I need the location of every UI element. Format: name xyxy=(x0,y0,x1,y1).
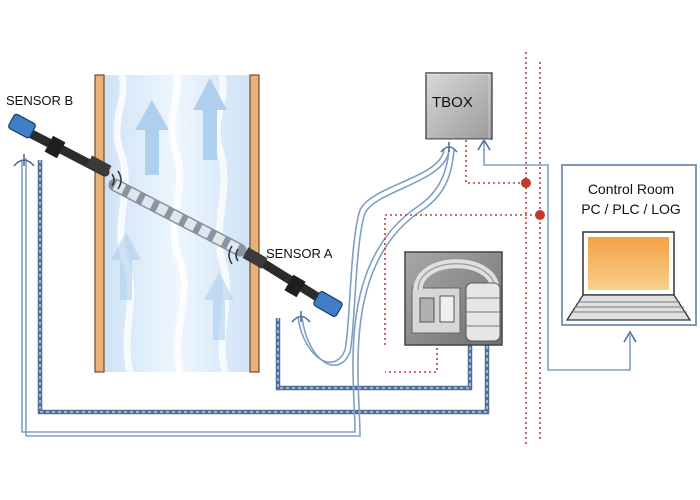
ultrasonic-path xyxy=(108,170,247,265)
arrow-up-icon xyxy=(477,138,491,151)
power-lines xyxy=(384,52,541,445)
sensor-a-cap xyxy=(313,291,343,317)
laptop-screen xyxy=(588,237,669,290)
tbox xyxy=(423,72,493,141)
flow-arrow-icon xyxy=(193,78,227,160)
wave-icon xyxy=(228,245,239,265)
control-room-subtitle: PC / PLC / LOG xyxy=(581,201,681,217)
connector-icon xyxy=(440,142,458,153)
pipe-wall-right xyxy=(249,74,260,373)
pipe-wall-left xyxy=(94,74,105,373)
sensor-b xyxy=(8,113,112,177)
flow-arrow-icon xyxy=(204,272,234,340)
sensor-a-label: SENSOR A xyxy=(266,246,333,261)
tbox-label: TBOX xyxy=(432,94,473,111)
connector-icons xyxy=(13,138,637,343)
flow-arrow-icons xyxy=(111,78,234,340)
control-room-title: Control Room xyxy=(587,181,675,197)
flow-arrow-icon xyxy=(135,100,169,175)
connector-icon xyxy=(291,311,311,323)
signal-cables xyxy=(21,140,631,437)
laptop-icon xyxy=(565,231,692,321)
wave-icon xyxy=(111,170,122,190)
sensor-b-label: SENSOR B xyxy=(6,93,74,108)
flow-arrow-icon xyxy=(111,232,141,300)
control-room xyxy=(561,164,697,326)
sensor-a xyxy=(242,247,343,317)
power-junction xyxy=(535,210,545,220)
transducer-cables xyxy=(37,160,490,415)
sensor-b-cap xyxy=(8,113,36,139)
arrow-up-icon xyxy=(623,330,637,343)
power-junction xyxy=(521,178,531,188)
tbox-to-control-room-cable xyxy=(483,140,631,371)
connector-icon xyxy=(13,154,35,167)
pipe xyxy=(94,73,260,373)
flow-converter xyxy=(404,251,503,346)
